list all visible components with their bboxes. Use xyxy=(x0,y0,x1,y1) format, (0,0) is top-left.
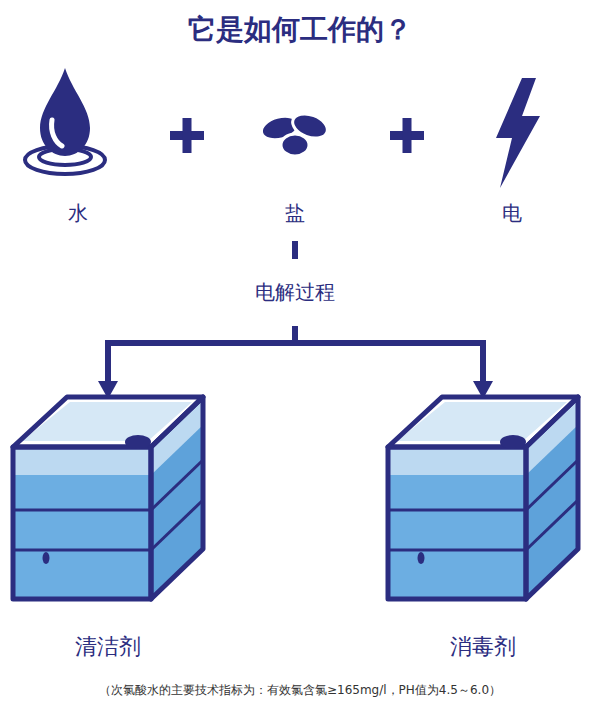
tank-label: 清洁剂 xyxy=(75,634,141,660)
diagram-title: 它是如何工作的？ xyxy=(188,11,412,49)
icon-label-node: 水 xyxy=(64,199,92,227)
ingredient-label: 盐 xyxy=(285,201,305,225)
caption: （次氯酸水的主要技术指标为：有效氯含氯≥165mg/l，PH值为4.5～6.0） xyxy=(99,682,501,699)
tank-node: 消毒剂 xyxy=(385,392,581,660)
icon-label-node: 电 xyxy=(498,199,526,227)
process-label: 电解过程 xyxy=(247,259,343,326)
tank-illustration xyxy=(10,392,206,604)
salt-icon xyxy=(259,110,331,156)
tank-label: 消毒剂 xyxy=(450,634,516,660)
lightning-icon xyxy=(496,78,540,188)
tank-node: 清洁剂 xyxy=(10,392,206,660)
tank-illustration xyxy=(385,392,581,604)
water-drop-icon xyxy=(25,68,105,174)
icon-label-node: 盐 xyxy=(281,199,309,227)
ingredient-label: 水 xyxy=(68,201,88,225)
ingredient-label: 电 xyxy=(502,201,522,225)
